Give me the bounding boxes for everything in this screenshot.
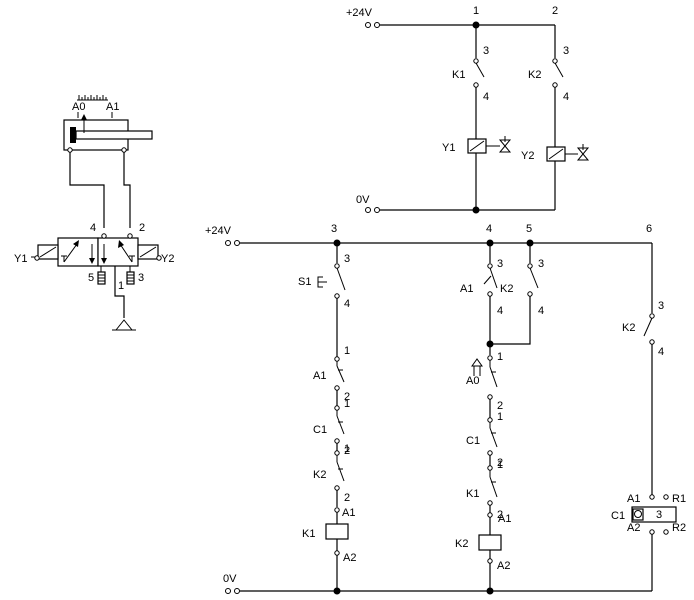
valve-port-5: 5 bbox=[88, 272, 94, 284]
solenoid-y1-label: Y1 bbox=[14, 253, 27, 265]
directional-valve bbox=[37, 233, 159, 285]
coil-k1 bbox=[325, 523, 349, 540]
power-supply-label: +24V bbox=[346, 7, 373, 19]
control-circuit: +24V 3 4 5 6 3 S1 4 1 A1 bbox=[205, 223, 686, 595]
cylinder-scale bbox=[77, 95, 108, 101]
valve-port-3: 3 bbox=[138, 272, 144, 284]
svg-text:3: 3 bbox=[538, 258, 544, 270]
power-node-1: 1 bbox=[473, 5, 479, 17]
contact-k2-label: K2 bbox=[622, 322, 635, 334]
control-supply-label: +24V bbox=[205, 225, 232, 237]
svg-text:1: 1 bbox=[344, 345, 350, 357]
svg-text:2: 2 bbox=[344, 492, 350, 504]
contact-k2-label: K2 bbox=[500, 283, 513, 295]
power-rung-y2: 3 K2 4 Y2 bbox=[521, 25, 590, 210]
sensor-a1-label: A1 bbox=[106, 101, 119, 113]
control-node-4: 4 bbox=[486, 223, 492, 235]
svg-text:4: 4 bbox=[497, 305, 503, 317]
svg-text:1: 1 bbox=[344, 398, 350, 410]
sensor-a0-label: A0 bbox=[72, 101, 85, 113]
svg-text:3: 3 bbox=[658, 300, 664, 312]
svg-text:2: 2 bbox=[344, 391, 350, 403]
control-rung-2: 3 A1 4 3 K2 4 1 A0 2 bbox=[455, 243, 544, 591]
control-rung-1: 3 S1 4 1 A1 2 1 C1 2 bbox=[298, 243, 356, 591]
contact-k1-label: K1 bbox=[466, 488, 479, 500]
svg-text:3: 3 bbox=[483, 45, 489, 57]
coil-k1-label: K1 bbox=[302, 528, 315, 540]
svg-text:4: 4 bbox=[563, 91, 569, 103]
svg-text:3: 3 bbox=[497, 258, 503, 270]
svg-text:1: 1 bbox=[497, 411, 503, 423]
svg-text:1: 1 bbox=[344, 443, 350, 455]
svg-text:R2: R2 bbox=[672, 522, 686, 534]
valve-port-1: 1 bbox=[118, 280, 124, 292]
power-ground-label: 0V bbox=[356, 194, 370, 206]
svg-text:4: 4 bbox=[483, 91, 489, 103]
svg-text:A1: A1 bbox=[498, 513, 511, 525]
control-ground-label: 0V bbox=[223, 573, 237, 585]
svg-text:2: 2 bbox=[497, 400, 503, 412]
counter-c1-preset: 3 bbox=[656, 509, 662, 521]
svg-text:3: 3 bbox=[563, 45, 569, 57]
svg-text:3: 3 bbox=[344, 253, 350, 265]
svg-text:1: 1 bbox=[497, 351, 503, 363]
coil-y2-label: Y2 bbox=[521, 150, 534, 162]
contact-k2-label: K2 bbox=[313, 469, 326, 481]
power-circuit: +24V 1 2 3 K1 4 Y1 3 bbox=[346, 5, 590, 214]
svg-text:4: 4 bbox=[538, 305, 544, 317]
power-node-2: 2 bbox=[552, 5, 558, 17]
svg-text:A2: A2 bbox=[497, 560, 510, 572]
pneumatic-circuit: A0 A1 4 2 bbox=[14, 95, 174, 331]
valve-port-4: 4 bbox=[90, 222, 96, 234]
contact-k1-label: K1 bbox=[452, 69, 465, 81]
svg-text:A2: A2 bbox=[627, 522, 640, 534]
power-rung-y1: 3 K1 4 Y1 bbox=[442, 25, 512, 210]
svg-text:2: 2 bbox=[497, 457, 503, 469]
svg-text:2: 2 bbox=[344, 445, 350, 457]
svg-text:A1: A1 bbox=[627, 493, 640, 505]
coil-k2-label: K2 bbox=[455, 538, 468, 550]
contact-a1-label: A1 bbox=[460, 283, 473, 295]
svg-text:4: 4 bbox=[658, 346, 664, 358]
contact-a1-label: A1 bbox=[313, 370, 326, 382]
valve-port-2: 2 bbox=[139, 222, 145, 234]
contact-k2-label: K2 bbox=[528, 69, 541, 81]
svg-text:A2: A2 bbox=[343, 552, 356, 564]
coil-y1-label: Y1 bbox=[442, 142, 455, 154]
svg-text:A1: A1 bbox=[342, 507, 355, 519]
control-node-3: 3 bbox=[331, 223, 337, 235]
solenoid-y2-label: Y2 bbox=[161, 253, 174, 265]
switch-s1-label: S1 bbox=[298, 276, 311, 288]
svg-text:2: 2 bbox=[497, 509, 503, 521]
coil-k2 bbox=[478, 534, 502, 551]
control-rung-3: 3 K2 4 A1 R1 3 C1 A2 R2 bbox=[611, 243, 686, 591]
contact-c1-label: C1 bbox=[313, 424, 327, 436]
control-node-5: 5 bbox=[526, 223, 532, 235]
svg-text:R1: R1 bbox=[672, 493, 686, 505]
contact-c1-label: C1 bbox=[466, 435, 480, 447]
svg-text:4: 4 bbox=[344, 298, 350, 310]
contact-a0-label: A0 bbox=[466, 375, 479, 387]
counter-c1-label: C1 bbox=[611, 510, 625, 522]
control-node-6: 6 bbox=[646, 223, 652, 235]
pneumatic-cylinder bbox=[63, 114, 153, 153]
svg-text:1: 1 bbox=[497, 459, 503, 471]
